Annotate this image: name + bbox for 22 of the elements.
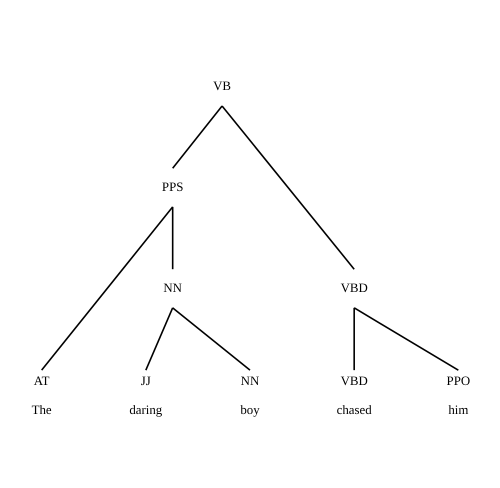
connector [353, 307, 355, 370]
node-text: NN [240, 373, 260, 388]
node-text: VB [213, 78, 232, 92]
connector [172, 306, 250, 370]
node-text: PPO [446, 373, 470, 388]
node-text: NN [163, 280, 182, 294]
node-text: VBD [340, 373, 368, 388]
node-text: VBD [340, 280, 368, 294]
connector [172, 104, 223, 168]
node-label: boy [240, 402, 260, 416]
connector [145, 307, 174, 370]
node-text: PPS [162, 179, 184, 194]
node-label: daring [129, 402, 162, 416]
node-label: him [448, 402, 468, 416]
node-label: chased [336, 402, 372, 416]
connector [354, 306, 459, 370]
connector [41, 206, 174, 370]
connector [221, 104, 355, 270]
connector [172, 206, 174, 269]
node-label: The [32, 402, 52, 416]
node-text: JJ [140, 373, 151, 388]
node-text: AT [34, 373, 50, 388]
